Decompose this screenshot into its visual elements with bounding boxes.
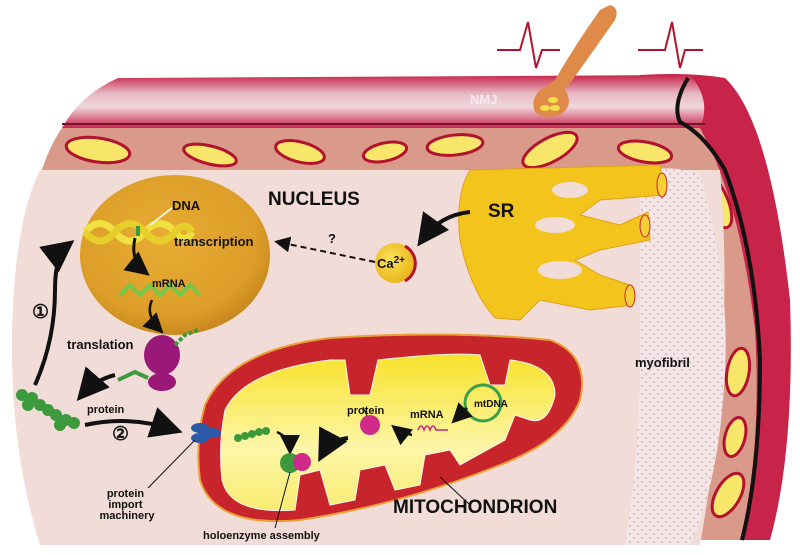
imported-protein	[234, 427, 270, 442]
small-mitochondrion	[361, 140, 409, 164]
nucleus	[80, 175, 270, 335]
small-mitochondrion	[710, 471, 746, 519]
synaptic-vesicles	[540, 97, 560, 111]
pathway-2-arrow	[84, 407, 183, 438]
myofibril	[625, 168, 726, 546]
motor-nerve	[533, 5, 617, 117]
protein-import-line-3: machinery	[99, 510, 155, 522]
small-mitochondrion	[64, 135, 132, 165]
leader-line	[274, 471, 291, 529]
calcium-label: Ca2+	[377, 255, 405, 271]
myofibril-label: myofibril	[635, 355, 690, 370]
mito-protein	[360, 415, 380, 435]
question-label: ?	[328, 231, 336, 246]
mtdna-transcription-arrow	[451, 402, 473, 424]
pathway-1-label: ①	[32, 302, 49, 323]
sr-label: SR	[488, 201, 515, 222]
basement-membrane-line	[675, 76, 763, 541]
pathway-2-label: ②	[112, 424, 129, 445]
nuclear-mrna	[118, 282, 202, 298]
transcription-label: transcription	[174, 234, 254, 249]
protein-import-machinery	[191, 423, 221, 443]
protein-import-line-1: protein	[107, 488, 145, 500]
pathway-1-arrow	[33, 240, 75, 386]
leader-line	[439, 476, 471, 506]
small-mitochondrion	[425, 133, 485, 157]
calcium-ion	[375, 243, 415, 283]
mitochondrion-label: MITOCHONDRION	[393, 497, 557, 518]
action-potential-trace	[497, 21, 560, 69]
action-potential-trace	[638, 21, 703, 69]
protein-import-label: protein import machinery	[99, 488, 155, 522]
mtdna-label: mtDNA	[474, 399, 508, 410]
holoenzyme-magenta-subunit	[293, 453, 311, 471]
small-mitochondrion	[182, 142, 238, 168]
nmj-label: NMJ	[470, 92, 497, 107]
mito-mrna	[417, 425, 448, 433]
protein-import-line-2: import	[108, 499, 143, 511]
calcium-signal-arrow	[274, 236, 376, 263]
sarcolemma	[62, 75, 705, 128]
dna-helix	[82, 207, 196, 245]
mito-translation-arrow	[391, 424, 413, 446]
small-mitochondrion	[274, 139, 326, 165]
ribosome	[144, 335, 180, 391]
cytosolic-protein	[16, 389, 80, 431]
transcription-arrow	[123, 237, 150, 276]
assembly-arrow	[318, 426, 349, 463]
small-mitochondrion	[521, 130, 579, 170]
translation-label: translation	[67, 337, 134, 352]
nascent-peptide	[173, 328, 199, 347]
nuclear-mrna-label: mRNA	[152, 278, 186, 290]
nucleus-label: NUCLEUS	[268, 189, 360, 210]
leader-line	[147, 439, 196, 489]
small-mitochondrion	[722, 416, 748, 458]
dna-label: DNA	[172, 198, 201, 213]
calcium-charge: 2+	[394, 255, 406, 266]
imported-protein-arrow	[276, 430, 300, 455]
small-mitochondrion	[616, 139, 674, 165]
subsarcolemmal-mitochondria	[64, 130, 752, 519]
calcium-release-arrow	[417, 210, 471, 247]
protein-release-arrow	[76, 366, 116, 402]
sarcoplasmic-reticulum	[458, 164, 668, 321]
mitochondrion	[197, 333, 583, 523]
protein-cytosol-label: protein	[87, 404, 125, 416]
mito-protein-label: protein	[347, 405, 385, 417]
small-mitochondrion	[724, 346, 752, 398]
holoenzyme-label: holoenzyme assembly	[203, 530, 321, 542]
leader-line	[362, 406, 368, 417]
translation-arrow	[142, 299, 164, 334]
mito-mrna-label: mRNA	[410, 409, 444, 421]
nascent-peptide	[117, 369, 149, 382]
calcium-symbol: Ca	[377, 256, 394, 271]
